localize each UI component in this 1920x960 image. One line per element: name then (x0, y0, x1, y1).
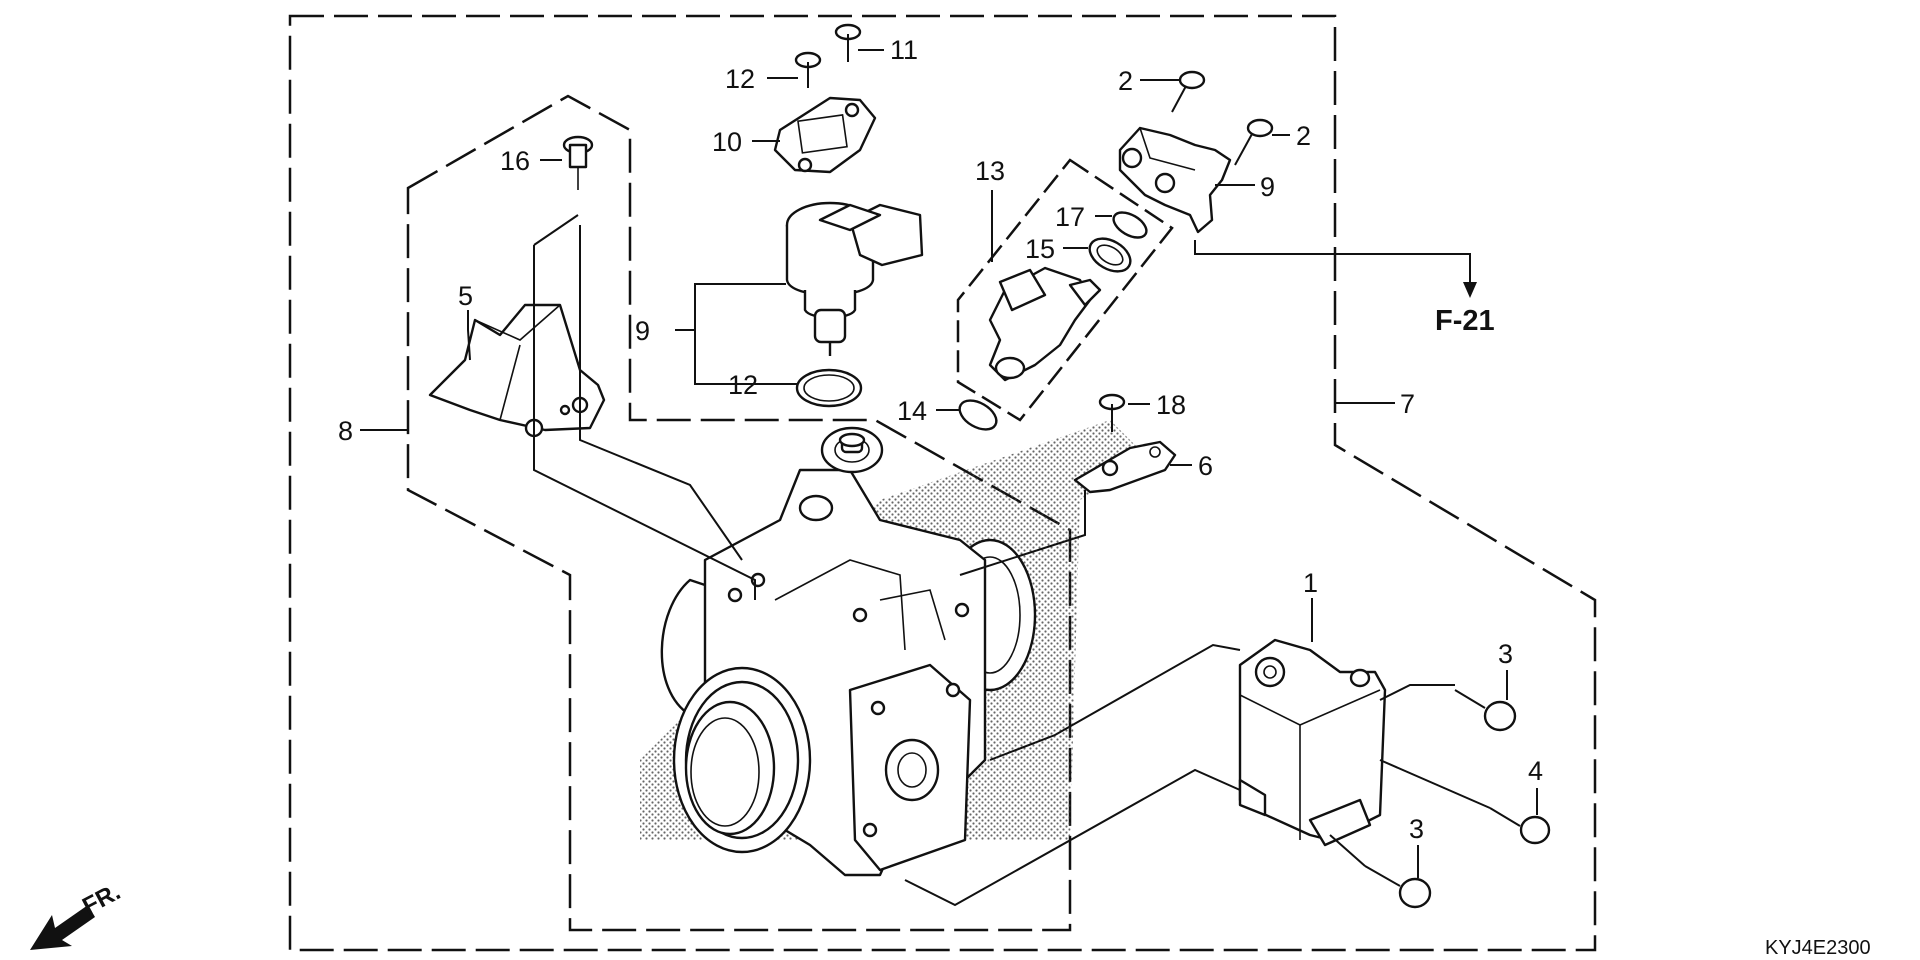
callout-12-right: 11 (890, 35, 918, 65)
sensor-10 (785, 201, 924, 356)
bolt-2b (1234, 118, 1274, 166)
callout-9: 9 (1260, 172, 1275, 202)
callout-6: 6 (1198, 451, 1213, 481)
bracket-5 (428, 303, 606, 438)
injector-14 (988, 266, 1102, 382)
plate-6 (1073, 440, 1177, 494)
callout-15: 14 (897, 396, 927, 426)
callout-13: 12 (728, 370, 758, 400)
callout-19: 16 (500, 146, 530, 176)
screw-12b (834, 23, 862, 62)
screw-12a (794, 51, 822, 88)
callout-14: 13 (975, 156, 1005, 186)
seal-17 (1112, 211, 1148, 239)
callout-17: 17 (1055, 202, 1085, 232)
group-outline-7 (288, 14, 1597, 952)
callout-12-left: 12 (725, 64, 755, 94)
throttle-body (660, 426, 1037, 877)
bolt-4 (1489, 807, 1551, 845)
callout-3-bottom: 3 (1409, 814, 1424, 844)
bolt-19 (562, 135, 594, 190)
callout-10: 9 (635, 316, 650, 346)
callout-1: 1 (1303, 568, 1318, 598)
o-ring-13 (795, 368, 863, 408)
connector-9 (1118, 126, 1232, 234)
group-outline-14 (956, 158, 1174, 422)
callout-16: 15 (1025, 234, 1055, 264)
callout-4: 4 (1528, 756, 1543, 786)
leader-lines (360, 49, 1538, 907)
diagram-code: KYJ4E2300 (1765, 937, 1871, 959)
bolt-2a (1171, 70, 1206, 113)
sensor-unit-1 (1238, 638, 1387, 847)
bolt-3a (1454, 689, 1517, 732)
callout-7: 7 (1400, 389, 1415, 419)
callout-2-top: 2 (1118, 66, 1133, 96)
screw-18 (1098, 393, 1126, 432)
gasket-11 (773, 96, 877, 174)
callout-5: 5 (458, 281, 473, 311)
bolt-3b (1364, 865, 1432, 909)
callout-3-top: 3 (1498, 639, 1513, 669)
callout-labels: 16 12 11 10 9 12 5 8 13 17 15 14 18 6 7 … (338, 35, 1543, 844)
callout-2-right: 2 (1296, 121, 1311, 151)
seal-16 (1088, 237, 1132, 273)
front-direction-indicator: FR. (30, 878, 125, 950)
callout-8: 8 (338, 416, 353, 446)
front-arrow-icon (30, 905, 95, 950)
seal-15 (958, 399, 998, 431)
callout-11: 10 (712, 127, 742, 157)
callout-18: 18 (1156, 390, 1186, 420)
reference-label: F-21 (1435, 305, 1495, 337)
